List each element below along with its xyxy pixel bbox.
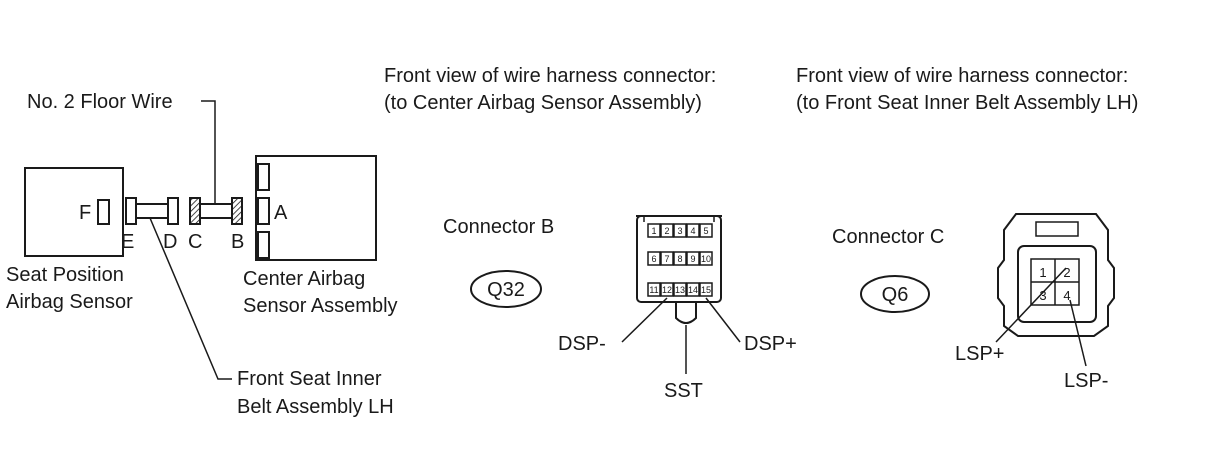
connector-b-code: Q32 [487,279,525,301]
connector-b-header-1: Front view of wire harness connector: [384,65,716,87]
connector-f-socket [97,199,110,225]
pin-label: 1 [1039,265,1046,280]
connector-a-socket [257,197,270,225]
connector-c-code-ellipse [860,275,930,313]
pin-cell [647,251,661,266]
center-sensor-socket-1 [257,163,270,191]
belt-assembly-leader [149,217,232,380]
connector-c-housing [997,213,1115,337]
seat-sensor-label-2: Airbag Sensor [6,291,133,313]
center-airbag-sensor-box [255,155,377,261]
pin-label: 2 [664,226,669,236]
connector-a-label: A [274,202,288,224]
connector-c-face [1017,245,1097,323]
connector-b-title: Connector B [443,216,554,238]
connector-c-latch [1035,221,1079,237]
pin-label: 3 [677,226,682,236]
terminal-sst: SST [664,380,703,402]
connector-b-pin-row-3: 11 12 13 14 15 [647,282,713,297]
connector-c [189,197,201,225]
seat-sensor-label-1: Seat Position [6,264,124,286]
belt-assembly-label-1: Front Seat Inner [237,368,382,390]
pin-label: 3 [1039,288,1046,303]
lsp-plus-leader [995,267,1067,343]
connector-e [125,197,137,225]
pin-cell [647,282,661,297]
pin-label: 13 [675,285,685,295]
terminal-dsp-plus: DSP+ [744,333,797,355]
connector-e-label: E [121,231,134,253]
terminal-lsp-plus: LSP+ [955,343,1004,365]
belt-assembly-label-2: Belt Assembly LH [237,396,394,418]
pin-cell [673,282,687,297]
pin-label: 4 [690,226,695,236]
connector-b-header-2: (to Center Airbag Sensor Assembly) [384,92,702,114]
pin-label: 2 [1063,265,1070,280]
terminal-dsp-minus: DSP- [558,333,606,355]
lsp-minus-leader [1069,299,1087,367]
connector-b-code-ellipse [470,270,542,308]
connector-c-label: C [188,231,202,253]
pin-label: 8 [677,254,682,264]
pin-cell [699,251,713,266]
dsp-minus-leader [621,297,668,343]
connector-b-panel: Front view of wire harness connector: (t… [384,65,797,402]
connector-b-pin-row-2: 6 7 8 9 10 [647,251,713,266]
floor-wire-label: No. 2 Floor Wire [27,91,173,113]
wire-c-b [199,203,233,219]
pin-label: 5 [703,226,708,236]
pin-label: 1 [651,226,656,236]
pin-cell [647,223,661,238]
pin-cell [673,251,687,266]
connector-c-code: Q6 [882,284,909,306]
pin-cell [686,223,700,238]
pin-label: 15 [701,285,711,295]
connector-b-pin-row-1: 1 2 3 4 5 [647,223,713,238]
terminal-lsp-minus: LSP- [1064,370,1108,392]
connector-d-label: D [163,231,177,253]
center-airbag-label-2: Sensor Assembly [243,295,398,317]
pin-label: 10 [701,254,711,264]
harness-layout: No. 2 Floor Wire F Seat Position Airbag … [6,91,398,418]
center-sensor-socket-3 [257,231,270,259]
pin-label: 7 [664,254,669,264]
connector-c-panel: Front view of wire harness connector: (t… [796,65,1138,392]
pin-label: 11 [649,285,658,295]
connector-b-ribs [643,216,715,222]
pin-cell [673,223,687,238]
connector-c-header-1: Front view of wire harness connector: [796,65,1128,87]
connector-f-label: F [79,202,91,224]
center-airbag-label-1: Center Airbag [243,268,365,290]
floor-wire-leader [201,100,216,205]
pin-label: 12 [662,285,672,295]
pin-cell [660,251,674,266]
pin-cell [686,251,700,266]
pin-cell [660,282,674,297]
pin-label: 6 [651,254,656,264]
connector-b-label: B [231,231,244,253]
pin-label: 14 [688,285,698,295]
dsp-plus-leader [705,297,741,343]
pin-cell [699,282,713,297]
connector-b [231,197,243,225]
connector-b-latch [675,302,697,324]
connector-c-title: Connector C [832,226,944,248]
connector-d [167,197,179,225]
pin-cell [686,282,700,297]
pin-label: 4 [1063,288,1070,303]
wire-e-d [135,203,169,219]
pin-cell [699,223,713,238]
connector-c-header-2: (to Front Seat Inner Belt Assembly LH) [796,92,1138,114]
pin-label: 9 [690,254,695,264]
pin-cell [660,223,674,238]
